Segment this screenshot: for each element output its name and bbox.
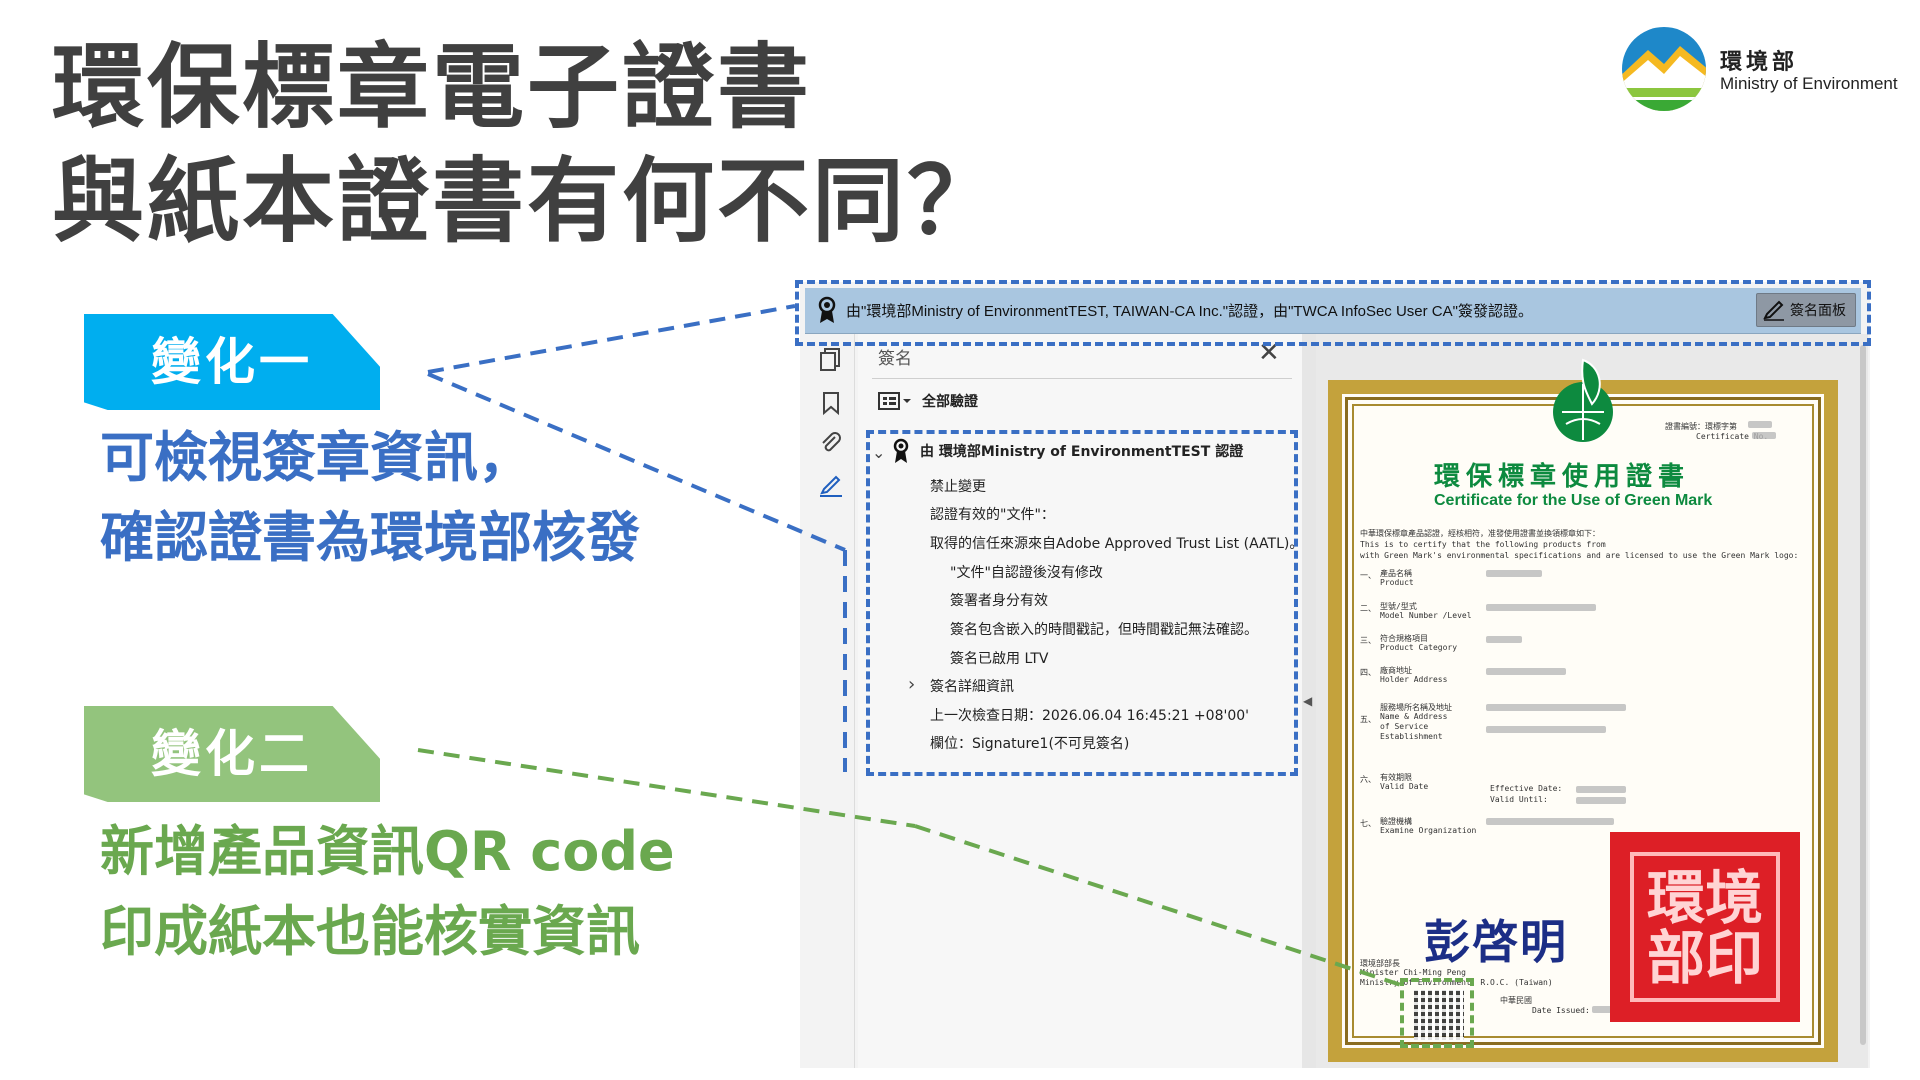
pages-icon[interactable]: [818, 346, 844, 372]
seal-border: [1630, 852, 1780, 1002]
certificate-title-zh: 環保標章使用證書: [1434, 462, 1691, 492]
signature-details-link[interactable]: 簽名詳細資訊: [930, 679, 1014, 695]
panel-line: 簽署者身分有效: [950, 593, 1048, 609]
seal-text: 環境部印: [1646, 864, 1763, 992]
callout-box-qr: [1400, 978, 1474, 1048]
field-num: 二、: [1360, 604, 1376, 613]
redacted-value: [1748, 421, 1772, 428]
field-zh: 有效期限: [1380, 773, 1412, 782]
redacted-value: [1486, 668, 1566, 675]
field-en: Product Category: [1380, 643, 1458, 652]
redacted-value: [1576, 786, 1626, 793]
redacted-value: [1486, 704, 1626, 711]
cert-no-en: Certificate No.: [1696, 432, 1769, 441]
change2-line2: 印成紙本也能核實資訊: [100, 900, 640, 963]
field-en: Holder Address: [1380, 675, 1448, 684]
cert-intro-en1: This is to certify that the following pr…: [1360, 540, 1606, 549]
verify-all-button[interactable]: 全部驗證: [922, 394, 978, 410]
effective-date-label: Effective Date:: [1490, 784, 1563, 793]
certificate-ribbon-icon: [893, 438, 909, 463]
official-seal: [1610, 832, 1800, 1022]
field-zh: 符合規格項目: [1380, 634, 1428, 643]
field-en: Examine Organization: [1380, 826, 1477, 835]
collapse-arrow-icon[interactable]: ◀: [1303, 694, 1313, 708]
signature-panel-icon[interactable]: [818, 472, 844, 498]
panel-line: "文件"自認證後沒有修改: [950, 565, 1103, 581]
callout-box-signature-panel: [866, 430, 1298, 776]
field-zh: 廠商地址: [1380, 666, 1412, 675]
change2-tag: 變化二: [84, 706, 380, 802]
panel-line: 取得的信任來源來自Adobe Approved Trust List (AATL…: [930, 536, 1304, 552]
panel-line: 欄位：Signature1(不可見簽名): [930, 736, 1130, 752]
change1-description: 可檢視簽章資訊， 確認證書為環境部核發: [100, 418, 640, 578]
field-zh: 驗證機構: [1380, 817, 1412, 826]
panel-line: 簽名已啟用 LTV: [950, 651, 1049, 667]
field-num: 一、: [1360, 571, 1376, 580]
redacted-value: [1486, 604, 1596, 611]
panel-line: 簽名包含嵌入的時間戳記，但時間戳記無法確認。: [950, 622, 1258, 638]
field-en: Model Number /Level: [1380, 611, 1472, 620]
change2-line1: 新增產品資訊QR code: [100, 820, 675, 883]
chevron-right-icon[interactable]: ›: [908, 674, 916, 695]
change1-tag: 變化一: [84, 314, 380, 410]
field-num: 三、: [1360, 636, 1376, 645]
page-title-line2: 與紙本證書有何不同？: [52, 148, 1003, 255]
ministry-logo-icon: [1622, 27, 1706, 111]
field-zh: 型號/型式: [1380, 602, 1417, 611]
logo-name-en: Ministry of Environment: [1720, 74, 1898, 93]
signature-panel-button-label: 簽名面板: [1790, 303, 1846, 319]
valid-until-label: Valid Until:: [1490, 795, 1548, 804]
redacted-value: [1752, 432, 1776, 439]
logo-name-zh: 環境部: [1720, 50, 1799, 75]
certificate-ribbon-icon: [818, 296, 836, 323]
redacted-value: [1592, 1006, 1612, 1013]
signature-panel-title: 簽名: [878, 349, 912, 369]
panel-divider: [872, 378, 1292, 379]
redacted-value: [1486, 818, 1614, 825]
redacted-value: [1576, 797, 1626, 804]
date-zh: 中華民國: [1500, 996, 1532, 1005]
minister-signature: 彭啓明: [1424, 915, 1568, 969]
minister-name-en: Minister Chi-Ming Peng: [1360, 968, 1466, 977]
field-en: Name & Address of Service Establishment: [1380, 712, 1448, 741]
pen-sign-icon: [1763, 300, 1784, 321]
ministry-name-en: Ministry of Environment, R.O.C. (Taiwan): [1360, 978, 1553, 987]
redacted-value: [1486, 570, 1542, 577]
redacted-value: [1486, 726, 1606, 733]
field-en: Product: [1380, 578, 1414, 587]
field-num: 七、: [1360, 819, 1376, 828]
cert-no-label: 證書編號：環標字第: [1665, 422, 1737, 431]
field-num: 六、: [1360, 775, 1376, 784]
change1-line1: 可檢視簽章資訊，: [100, 426, 532, 489]
field-num: 五、: [1360, 715, 1376, 724]
green-mark-logo-icon: [1553, 358, 1613, 442]
panel-line: 禁止變更: [930, 479, 986, 495]
chevron-down-icon[interactable]: ⌄: [872, 443, 886, 462]
field-zh: 服務場所名稱及地址: [1380, 703, 1452, 712]
certificate-title-en: Certificate for the Use of Green Mark: [1434, 492, 1713, 509]
panel-line: 認證有效的"文件"：: [930, 507, 1055, 523]
signature-bar: [805, 288, 1861, 334]
certification-header: 由 環境部Ministry of EnvironmentTEST 認證: [920, 444, 1244, 460]
callout-box-signature-bar: [795, 280, 1871, 346]
bookmark-icon[interactable]: [818, 390, 844, 416]
verify-options-icon[interactable]: [878, 390, 914, 412]
scrollbar[interactable]: [1860, 345, 1866, 1045]
change1-line2: 確認證書為環境部核發: [100, 506, 640, 569]
cert-intro-zh: 中華環保標章產品認證，經核相符，准發使用證書並換領標章如下：: [1360, 529, 1600, 538]
signature-panel-button[interactable]: [1756, 293, 1856, 327]
qr-code-pattern: [1414, 990, 1464, 1040]
panel-line: 上一次檢查日期：2026.06.04 16:45:21 +08'00': [930, 708, 1249, 724]
field-zh: 產品名稱: [1380, 569, 1412, 578]
redacted-value: [1486, 636, 1522, 643]
page-title-line1: 環保標章電子證書: [52, 34, 813, 141]
date-issued-label: Date Issued:: [1532, 1006, 1590, 1015]
signature-bar-text: 由"環境部Ministry of EnvironmentTEST, TAIWAN…: [846, 303, 1533, 320]
field-num: 四、: [1360, 668, 1376, 677]
cert-intro-en2: with Green Mark's environmental specific…: [1360, 551, 1799, 560]
change2-description: 新增產品資訊QR code 印成紙本也能核實資訊: [100, 812, 675, 972]
attachment-icon[interactable]: [818, 430, 844, 456]
field-en: Valid Date: [1380, 782, 1429, 791]
